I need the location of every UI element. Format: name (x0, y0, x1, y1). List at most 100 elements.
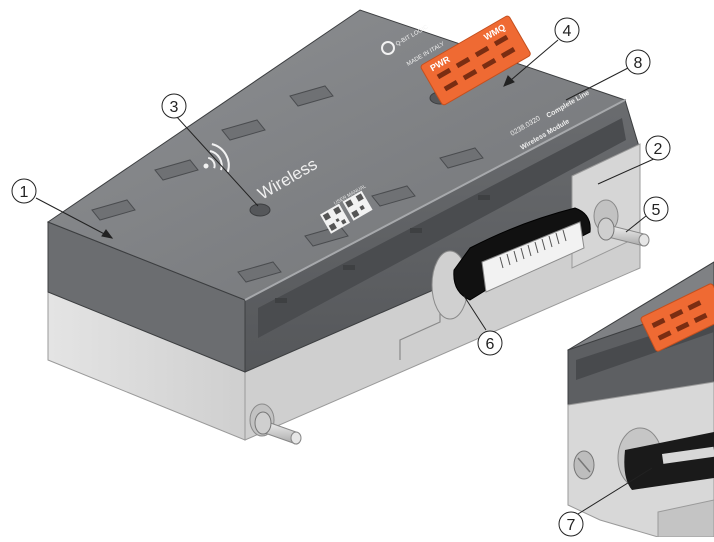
guide-pin-tip (290, 431, 302, 445)
adjacent-connector-pins (662, 446, 714, 464)
connector-pin (562, 229, 567, 242)
qr-finder (322, 212, 331, 221)
led-indicator (657, 330, 672, 341)
connector-pin (534, 241, 539, 254)
front-slits (275, 195, 490, 303)
adjacent-module (567, 261, 714, 538)
connector-pin (548, 235, 553, 248)
wireless-wave (209, 149, 223, 171)
adjacent-bottom-step (657, 499, 714, 538)
callout-leader-2 (597, 157, 657, 185)
connector-pin (527, 244, 532, 257)
connector-pin (506, 253, 511, 266)
callout-circle-1 (11, 178, 37, 204)
connector-pin (555, 232, 560, 245)
callout-leader-5 (625, 215, 647, 233)
housing-slot (258, 118, 626, 338)
qr-finder (355, 193, 364, 202)
guide-pin-tip (638, 233, 650, 247)
guide-pin-right (597, 217, 650, 247)
callout-number-6: 6 (486, 336, 495, 353)
callout-circle-3 (161, 93, 187, 119)
top-tab (221, 119, 266, 141)
callout-number-1: 1 (20, 184, 29, 201)
top-tabs (91, 85, 484, 283)
connector-pin (520, 247, 525, 260)
callout-number-5: 5 (652, 202, 661, 219)
callout-number-4: 4 (563, 23, 572, 40)
callout-leader-8 (565, 67, 629, 101)
led-indicator (462, 68, 478, 81)
led-indicator (500, 46, 516, 59)
top-edge-highlight (244, 99, 626, 301)
callout-numbers: 1 2 3 4 5 6 7 8 (20, 23, 663, 534)
callout-circle-8 (625, 49, 651, 75)
front-slit (275, 298, 287, 303)
callout-circle-7 (558, 511, 584, 537)
callout-number-3: 3 (170, 99, 179, 116)
qr-finder (351, 209, 360, 218)
callout-leader-3 (175, 115, 259, 207)
wireless-wave (211, 143, 230, 173)
top-tab (237, 261, 282, 283)
main-module: Wireless USER MANUAL Q-BIT LOGIC MADE IN… (46, 9, 650, 445)
led-indicator (455, 56, 471, 69)
top-tab (154, 159, 199, 181)
callout-number-7: 7 (567, 517, 576, 534)
connector-pin (513, 250, 518, 263)
callout-leader-4 (503, 39, 559, 87)
guide-pin-base (597, 217, 615, 241)
led-indicator (481, 57, 497, 70)
connector-insert (481, 221, 585, 293)
callout-circle-5 (643, 196, 669, 222)
front-slit (343, 265, 355, 270)
led-indicator (669, 309, 684, 320)
front-slit (410, 228, 422, 233)
qr-code (320, 190, 373, 234)
qr-module (335, 218, 340, 223)
connector-pin (541, 238, 546, 251)
callout-leader-1 (35, 197, 113, 239)
qr-finder (333, 206, 342, 215)
callouts (11, 17, 671, 537)
adjacent-led-panel (640, 283, 714, 352)
guide-pin-left (249, 403, 302, 445)
callout-number-8: 8 (634, 55, 643, 72)
callout-leader-6 (463, 295, 487, 331)
callout-number-2: 2 (654, 141, 663, 158)
callout-arrowhead-1 (101, 229, 114, 239)
qr-finder (345, 199, 354, 208)
led-indicator (687, 300, 702, 311)
led-indicator (693, 312, 708, 324)
top-tab (304, 225, 349, 247)
brand-logo-mark (381, 41, 395, 55)
qr-background (320, 203, 351, 234)
led-indicator (675, 321, 690, 332)
led-indicator (474, 45, 490, 58)
top-tab (371, 185, 416, 207)
qr-finder (328, 222, 337, 231)
callout-circle-6 (477, 330, 503, 356)
top-tab (439, 147, 484, 169)
led-indicator (493, 34, 509, 47)
top-tab (91, 199, 136, 221)
led-indicator (443, 79, 459, 92)
wireless-dot (203, 163, 209, 169)
top-tab (289, 85, 334, 107)
qr-module (340, 219, 347, 225)
callout-circle-2 (645, 135, 671, 161)
front-slit (478, 195, 490, 200)
callout-arrowhead-4 (503, 75, 515, 87)
callout-circle-4 (554, 17, 580, 43)
qr-background (342, 190, 373, 221)
mounting-hole (249, 203, 271, 217)
connector-socket (431, 207, 591, 320)
callout-leader-7 (577, 467, 653, 515)
led-indicator (436, 67, 452, 80)
led-panel: PWR WMQ (420, 15, 531, 106)
connector-pin (499, 256, 504, 269)
led-indicator (651, 317, 666, 328)
guide-pin-base (254, 411, 272, 435)
